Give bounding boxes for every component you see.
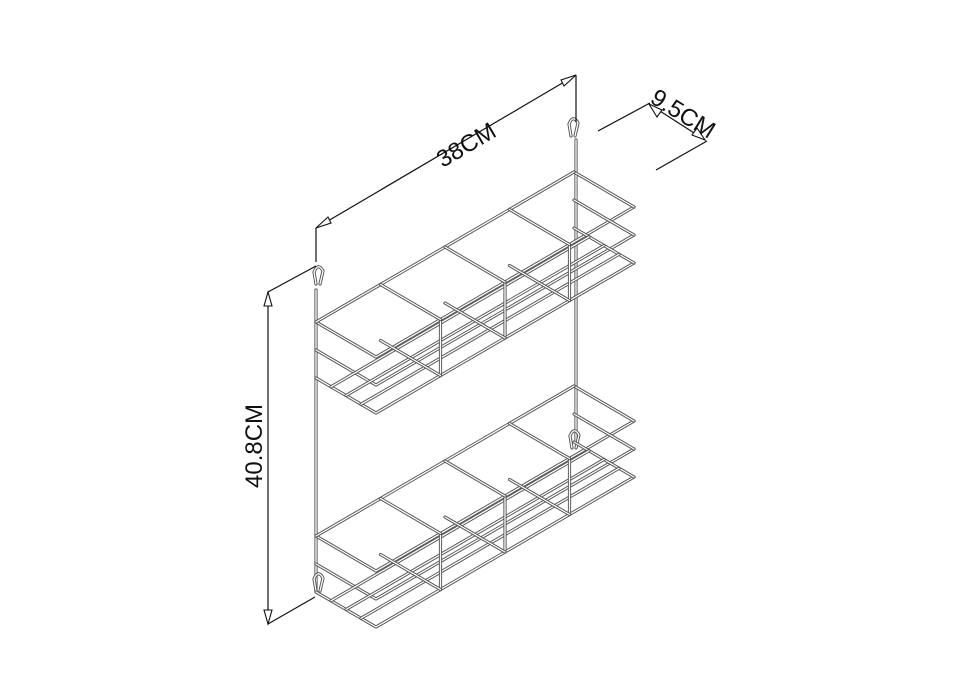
height-extension-top xyxy=(267,265,317,293)
height-arrow-bottom-icon xyxy=(263,609,273,627)
width-arrow-left-icon xyxy=(315,216,332,229)
height-label: 40.8CM xyxy=(241,403,268,488)
wire-rack xyxy=(312,117,636,629)
depth-extension-back xyxy=(597,102,651,132)
depth-arrow-back-icon xyxy=(647,102,663,118)
width-dimension-line xyxy=(315,74,577,229)
dimension-lines xyxy=(263,74,708,627)
height-arrow-top-icon xyxy=(263,289,273,307)
depth-arrow-front-icon xyxy=(691,127,707,142)
width-arrow-right-icon xyxy=(560,74,577,87)
height-extension-bottom xyxy=(267,596,316,625)
depth-extension-front xyxy=(655,140,708,171)
